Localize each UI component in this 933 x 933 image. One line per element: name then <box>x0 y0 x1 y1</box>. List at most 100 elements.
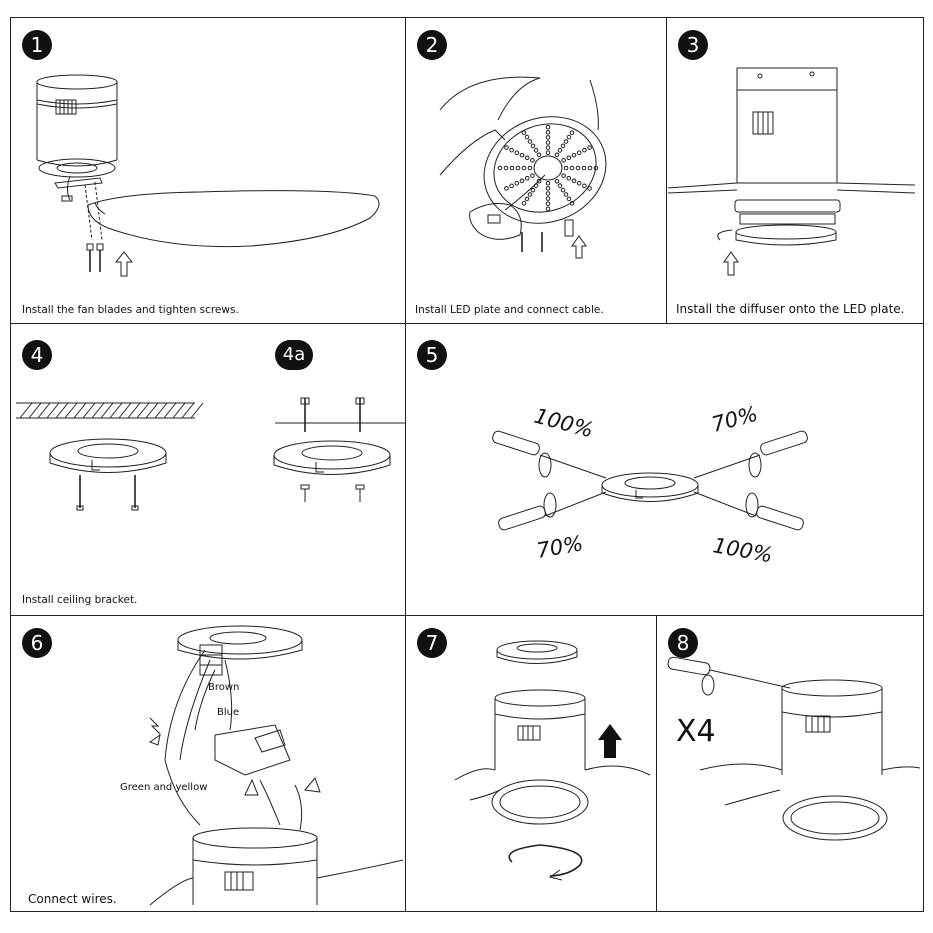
ceiling-hatch-line <box>28 402 42 419</box>
led-dot <box>576 150 582 155</box>
led-dot <box>536 152 542 158</box>
led-dot <box>563 192 569 197</box>
step-2-caption: Install LED plate and connect cable. <box>415 304 604 316</box>
step-6-badge: 6 <box>22 628 52 658</box>
step-3-badge: 3 <box>678 30 708 60</box>
led-dot <box>566 196 572 202</box>
led-dot <box>530 173 535 178</box>
repeat-count-label: X4 <box>676 714 716 749</box>
led-dot <box>509 183 514 189</box>
led-dot <box>566 175 572 181</box>
ceiling-hatch-line <box>163 402 177 419</box>
led-dot <box>571 178 577 184</box>
step-1-badge: 1 <box>22 30 52 60</box>
led-dot <box>519 178 525 184</box>
ceiling-hatch-line <box>55 402 69 419</box>
ceiling-hatch-line <box>136 402 150 419</box>
ceiling-hatch-line <box>19 402 33 419</box>
col-divider-row3 <box>656 615 657 912</box>
led-dot <box>563 139 569 144</box>
col-divider-row1 <box>666 17 667 323</box>
led-dot <box>587 186 592 191</box>
led-dot <box>557 148 563 153</box>
ceiling-hatch-line <box>82 402 96 419</box>
led-dot <box>566 134 572 140</box>
led-dot <box>545 130 551 135</box>
step-5-badge: 5 <box>417 340 447 370</box>
led-dot <box>545 196 551 201</box>
step-2-badge: 2 <box>417 30 447 60</box>
ceiling-hatch-line <box>73 402 87 419</box>
led-dot <box>530 187 536 193</box>
led-dot <box>566 155 572 161</box>
ceiling-hatch-line <box>145 402 159 419</box>
led-dot <box>530 158 535 163</box>
ceiling-hatch-line <box>100 402 114 419</box>
led-dot <box>521 201 527 206</box>
led-dot <box>514 181 520 186</box>
wire-blue-label: Blue <box>217 707 239 718</box>
led-dot <box>524 155 530 161</box>
step-3-caption: Install the diffuser onto the LED plate. <box>676 302 905 316</box>
led-dot <box>575 165 581 171</box>
led-dot <box>554 152 560 158</box>
led-dot <box>515 165 521 171</box>
ceiling-hatch-line <box>172 402 186 419</box>
step-6-caption: Connect wires. <box>28 892 117 906</box>
led-dot <box>560 143 566 149</box>
ceiling-hatch-line <box>154 402 168 419</box>
ceiling-hatch-line <box>118 402 132 419</box>
led-dot <box>509 147 514 153</box>
led-dot <box>582 183 587 189</box>
led-dot <box>569 201 575 206</box>
led-dot <box>576 181 582 186</box>
led-dot <box>545 124 551 130</box>
step-7-badge: 7 <box>417 628 447 658</box>
step-4a-badge: 4a <box>275 340 313 370</box>
ceiling-hatch-line <box>127 402 141 419</box>
led-dot <box>545 181 551 186</box>
led-dot <box>587 165 593 171</box>
step-8-badge: 8 <box>668 628 698 658</box>
led-dot <box>530 143 536 149</box>
led-dot <box>521 130 527 135</box>
step-4-badge: 4 <box>22 340 52 370</box>
ceiling-hatch-line <box>64 402 78 419</box>
led-dot <box>581 165 587 171</box>
led-dot <box>560 187 566 193</box>
led-dot <box>519 152 525 158</box>
led-dot <box>561 173 566 178</box>
led-dot <box>509 165 515 171</box>
led-dot <box>524 134 530 140</box>
led-dot <box>545 150 551 155</box>
led-dot <box>524 175 530 181</box>
wire-brown-label: Brown <box>208 682 239 693</box>
ceiling-hatch-line <box>190 402 204 419</box>
ceiling-hatch-line <box>46 402 60 419</box>
led-dot <box>587 145 592 150</box>
step-1-caption: Install the fan blades and tighten screw… <box>22 304 239 316</box>
ceiling-hatch-line <box>181 402 195 419</box>
led-dot <box>554 178 560 184</box>
led-dot <box>545 135 551 140</box>
ceiling-hatch-line <box>109 402 123 419</box>
led-dot <box>527 192 533 197</box>
col-divider-main <box>405 17 406 912</box>
led-dot <box>571 152 577 158</box>
led-dot <box>527 165 533 171</box>
led-dot <box>545 191 551 196</box>
led-dot <box>536 178 542 184</box>
led-dot <box>593 165 599 171</box>
led-dot <box>582 147 587 153</box>
led-dot <box>503 165 509 171</box>
led-dot <box>545 145 551 150</box>
led-dot <box>545 186 551 191</box>
